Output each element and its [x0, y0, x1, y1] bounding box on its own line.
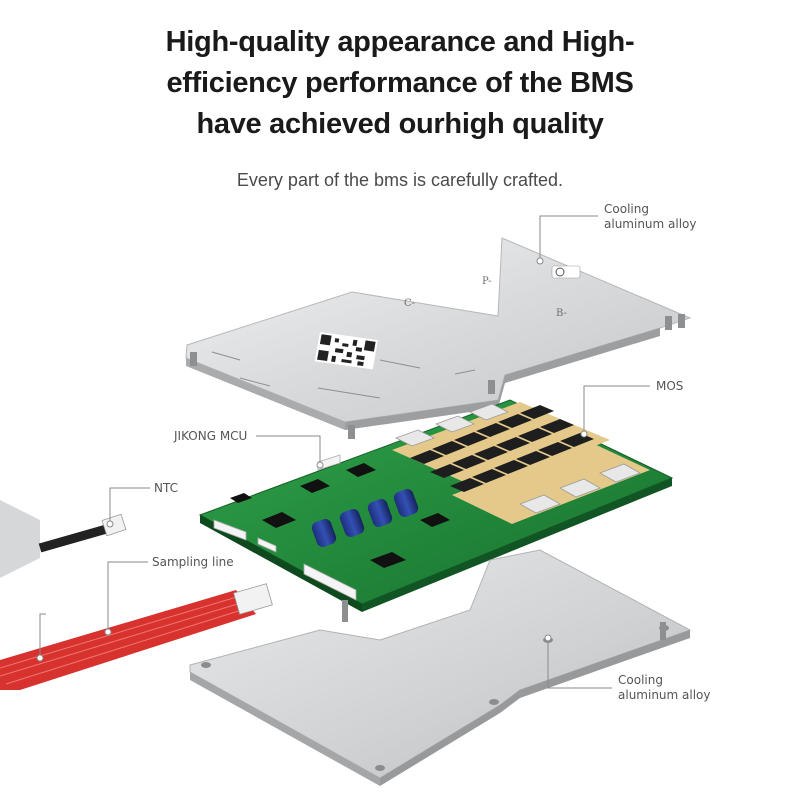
ic-chips — [230, 463, 450, 568]
capacitors — [311, 489, 419, 547]
standoff — [190, 352, 197, 366]
bottom-cooling-plate — [189, 549, 692, 786]
callout-mos: MOS — [656, 379, 684, 393]
callout-top-cooling-line1: Cooling — [604, 202, 649, 216]
ntc-cable — [0, 500, 127, 578]
power-terminals — [394, 403, 641, 514]
callout-mcu: JIKONG MCU — [174, 429, 248, 443]
standoff — [342, 600, 348, 622]
standoff — [678, 314, 685, 328]
standoff — [665, 316, 672, 330]
callout-bottom-cooling-line1: Cooling — [618, 673, 663, 687]
standoff — [660, 622, 666, 640]
bms-pcb — [198, 399, 674, 612]
qr-code — [314, 332, 378, 370]
plate-mark-b: B- — [556, 308, 567, 319]
headline-line-1: High-quality appearance and High- — [165, 26, 635, 58]
plate-mark-c: C- — [404, 298, 415, 309]
callout-leaders — [36, 215, 650, 689]
standoff — [348, 425, 355, 439]
headline-line-2: efficiency performance of the BMS — [166, 67, 634, 99]
headline-line-3: have achieved ourhigh quality — [196, 108, 604, 140]
mosfet-array — [410, 405, 594, 492]
subtitle: Every part of the bms is carefully craft… — [236, 170, 564, 190]
standoff — [488, 380, 495, 394]
callout-ntc: NTC — [154, 481, 178, 495]
callout-top-cooling-line2: aluminum alloy — [604, 217, 697, 231]
sampling-line-cable — [0, 583, 273, 690]
top-cooling-plate: P- C- B- — [185, 237, 692, 439]
heatsink-strip — [452, 442, 650, 524]
pcb-connectors — [213, 454, 357, 601]
engraved-text — [211, 351, 476, 399]
brand-logo — [551, 265, 581, 279]
callout-bottom-cooling-line2: aluminum alloy — [618, 688, 711, 702]
plate-mark-p: P- — [482, 276, 492, 287]
callout-sampling-line: Sampling line — [152, 555, 234, 569]
headline: High-quality appearance and High- effici… — [0, 22, 800, 145]
callout-top-cooling: Cooling aluminum alloy — [604, 202, 697, 232]
callout-bottom-cooling: Cooling aluminum alloy — [618, 673, 711, 703]
